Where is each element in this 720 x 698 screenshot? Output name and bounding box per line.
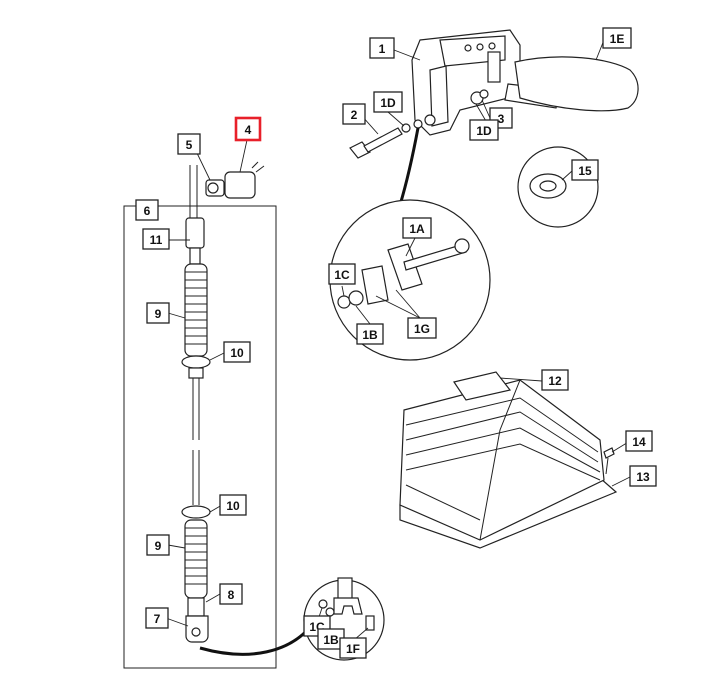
svg-text:4: 4 — [245, 123, 252, 137]
callout-1D-bottom: 1D — [469, 119, 499, 141]
callout-1A: 1A — [402, 217, 432, 239]
part-bellows-top — [184, 263, 208, 357]
svg-text:9: 9 — [155, 539, 162, 553]
svg-text:1B: 1B — [323, 633, 339, 647]
callout-1D-top: 1D — [373, 91, 403, 113]
part-gaiter-boot — [399, 371, 618, 549]
callout-13: 13 — [629, 465, 657, 487]
cable-assembly-frame — [123, 205, 277, 669]
callout-1C-top: 1C — [328, 263, 356, 285]
svg-text:5: 5 — [186, 138, 193, 152]
part-grommet-bottom — [181, 505, 211, 519]
callout-6: 6 — [135, 199, 159, 221]
callout-1E: 1E — [602, 27, 632, 49]
part-grommet-top — [181, 355, 211, 369]
callout-1B-top: 1B — [356, 323, 384, 345]
svg-text:1D: 1D — [476, 124, 492, 138]
callout-1: 1 — [369, 37, 395, 59]
callout-10-bottom: 10 — [219, 494, 247, 516]
svg-text:15: 15 — [578, 164, 592, 178]
svg-text:1C: 1C — [334, 268, 350, 282]
callout-1F: 1F — [339, 637, 367, 659]
part-bellows-bottom — [184, 519, 208, 599]
link-cable-bottom — [199, 624, 314, 656]
svg-text:8: 8 — [228, 588, 235, 602]
detail-circle-grommet — [517, 146, 599, 228]
part-switch — [205, 161, 265, 199]
svg-text:11: 11 — [150, 233, 163, 247]
svg-text:1: 1 — [379, 42, 386, 56]
callout-9-bottom: 9 — [146, 534, 170, 556]
part-clevis-lower — [185, 597, 209, 643]
callout-9-top: 9 — [146, 302, 170, 324]
detail-circle-top — [329, 199, 491, 361]
svg-text:13: 13 — [636, 470, 650, 484]
svg-text:10: 10 — [230, 346, 244, 360]
svg-text:14: 14 — [632, 435, 646, 449]
svg-text:1B: 1B — [362, 328, 378, 342]
svg-text:2: 2 — [351, 108, 358, 122]
part-bolt — [349, 127, 403, 159]
callout-4: 4 — [234, 116, 262, 142]
svg-text:1F: 1F — [346, 642, 360, 656]
callout-1G: 1G — [407, 317, 437, 339]
callout-5: 5 — [177, 133, 201, 155]
svg-text:12: 12 — [548, 374, 562, 388]
svg-text:1G: 1G — [414, 322, 430, 336]
callout-12: 12 — [541, 369, 569, 391]
callout-8: 8 — [219, 583, 243, 605]
callout-1B-bottom: 1B — [317, 628, 345, 650]
callout-11: 11 — [142, 228, 170, 250]
part-cable-top — [185, 165, 205, 265]
callout-15: 15 — [571, 159, 599, 181]
svg-text:1E: 1E — [610, 32, 625, 46]
callout-7: 7 — [145, 607, 169, 629]
part-screw — [603, 447, 615, 475]
svg-text:1D: 1D — [380, 96, 396, 110]
callout-2: 2 — [342, 103, 366, 125]
svg-text:10: 10 — [226, 499, 240, 513]
link-cable-top — [398, 127, 420, 206]
svg-text:1A: 1A — [409, 222, 425, 236]
svg-text:6: 6 — [144, 204, 151, 218]
callout-14: 14 — [625, 430, 653, 452]
svg-text:9: 9 — [155, 307, 162, 321]
part-handle-grip — [514, 56, 639, 112]
callout-10-top: 10 — [223, 341, 251, 363]
svg-text:3: 3 — [498, 112, 505, 126]
svg-text:7: 7 — [154, 612, 161, 626]
